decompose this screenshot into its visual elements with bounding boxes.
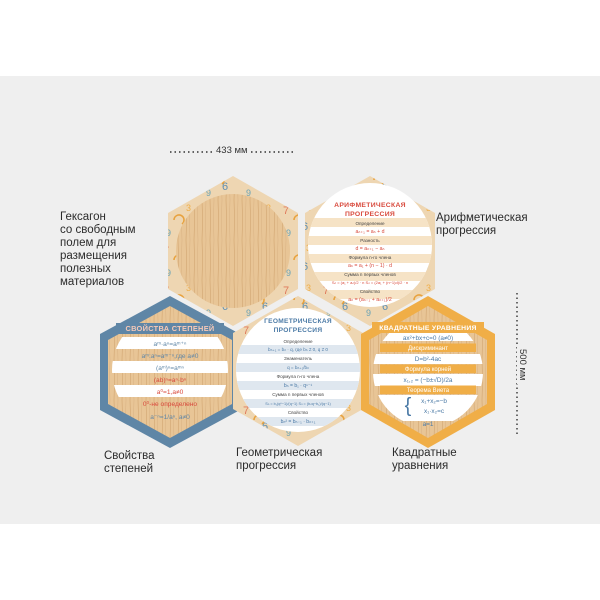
quad-title-band [372,322,484,333]
quad-row: Теорема Виета [407,388,450,394]
powers-formula: (ab)ⁿ=aⁿ·bⁿ [154,377,187,384]
geo-label: Сумма n первых членов [272,392,324,397]
powers-formula: a⁰=1,a≠0 [157,388,184,396]
arith-title-1: АРИФМЕТИЧЕСКАЯ [334,202,406,209]
width-dimension-label: 433 мм [213,145,251,156]
geo-label: Свойство [288,409,309,415]
quad-row: Формула корней [405,366,451,373]
vieta-brace-icon: { [405,395,412,417]
quad-label-band [380,343,476,352]
hexagon-quadratic [361,296,495,448]
arith-label: Разность [360,238,380,243]
geo-formula: q = bₙ₊₁/bₙ [287,365,309,370]
hexagon-powers [100,296,240,448]
arith-label: Формула n-го члена [349,255,392,260]
quad-row: x₁,₂ = (−b±√D)/2a [404,376,453,384]
geo-label: Формула n-го члена [277,374,320,379]
quad-row: x₁·x₂=c [424,408,445,415]
geo-formula: Sₙ = b₁(qⁿ−1)/(q−1) Sₙ = (bₙq−b₁)/(q−1) [265,402,331,406]
arith-formula: aₙ₊₁ = aₙ + d [355,229,384,235]
quad-row: Дискриминант [408,346,448,352]
quad-label-band [380,364,476,373]
geo-formula: bₙ² = bₙ₋₁ · bₙ₊₁ [281,419,316,425]
caption-quadratic: Квадратные уравнения [392,447,457,472]
geo-formula: bₙ₊₁ = bₙ · q, где bₙ ≠ 0, q ≠ 0 [268,347,328,352]
geo-formula: bₙ = b₁ · qⁿ⁻¹ [284,383,313,389]
powers-formula: aᵐ·aⁿ=aᵐ⁺ⁿ [154,341,187,348]
hexagon-blank [168,176,298,326]
caption-arithmetic: Арифметическая прогрессия [436,212,528,237]
geo-label: Знаменатель [284,356,313,361]
hexagon-geometric [233,296,363,446]
quad-label-band [380,385,476,394]
powers-title: СВОЙСТВА СТЕПЕНЕЙ [125,324,214,333]
powers-formula: a⁻ⁿ=1/aⁿ, a≠0 [150,414,190,421]
geo-title-2: ПРОГРЕССИЯ [274,327,323,334]
arith-label: Определение [355,221,384,226]
quad-row: D=b²-4ac [415,356,442,363]
arith-label: Сумма n первых членов [344,272,396,277]
height-dimension-label: 500 мм [517,346,528,384]
powers-formula: (aᵐ)ⁿ=aᵐⁿ [156,365,185,372]
arith-title-2: ПРОГРЕССИЯ [345,211,395,218]
arith-formula: d = aₙ₊₁ − aₙ [355,246,384,252]
arith-formula: aₙ = a₁ + (n − 1) · d [348,263,392,269]
quad-title: КВАДРАТНЫЕ УРАВНЕНИЯ [379,325,476,332]
powers-formula: aᵐ:aⁿ=aᵐ⁻ⁿ,где a≠0 [142,353,199,360]
arith-label: Свойство [360,288,381,294]
arith-formula: aₙ = (aₙ₋₁ + aₙ₊₁)/2 [348,297,392,303]
geo-label: Определение [283,339,312,344]
powers-formula: 0⁰-не определено [143,400,198,408]
arith-formula: Sₙ = (a₁ + aₙ)/2 · n Sₙ = (2a₁ + (n−1)d)… [332,280,408,285]
quad-row: a=1 [423,421,434,428]
caption-blank: Гексагон со свободным полем для размещен… [60,211,136,288]
hexagon-arithmetic [305,176,435,326]
caption-geometric: Геометрическая прогрессия [236,447,323,472]
quad-row: ax²+bx+c=0 (a≠0) [403,335,453,342]
powers-title-band [116,323,224,334]
quad-row: x₁+x₂=−b [421,398,447,405]
caption-powers: Свойства степеней [104,450,155,475]
geo-title-1: ГЕОМЕТРИЧЕСКАЯ [264,318,332,325]
